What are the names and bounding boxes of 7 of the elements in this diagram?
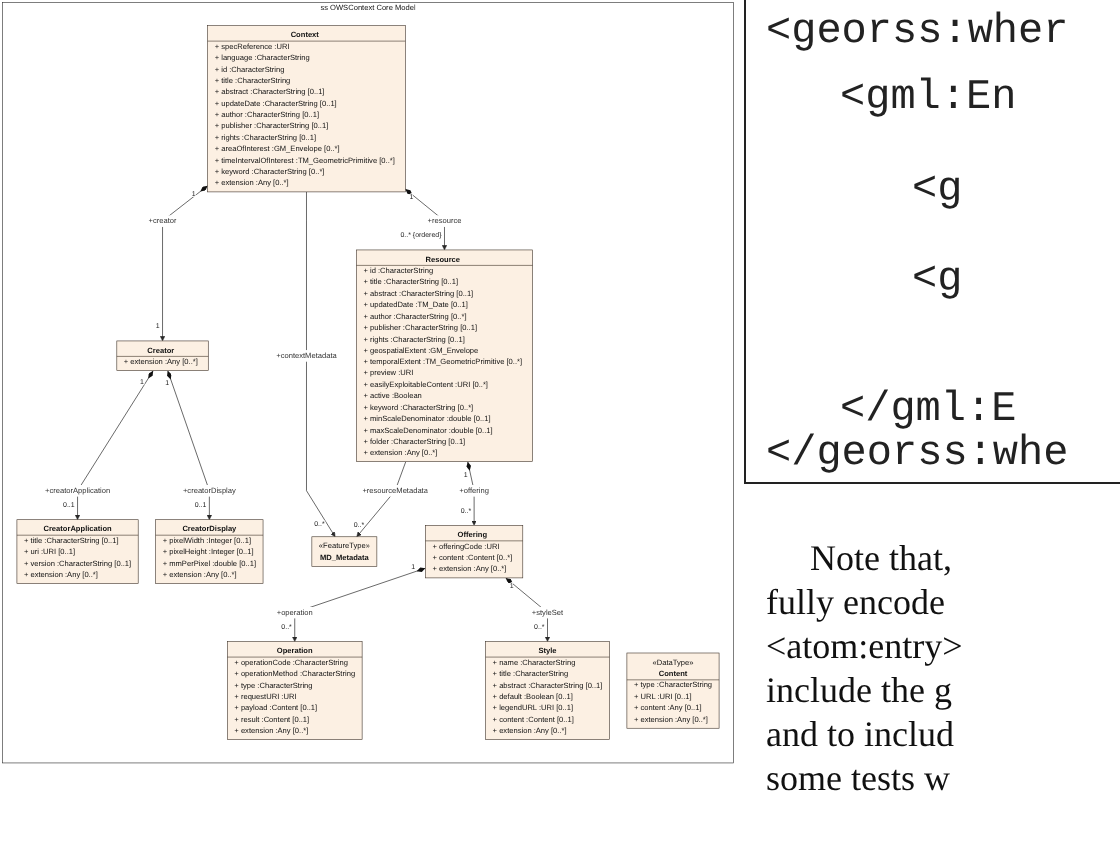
code-line: <gml:En bbox=[840, 76, 1017, 124]
code-line: <g bbox=[912, 258, 963, 306]
code-line: </gml:E bbox=[840, 388, 1017, 434]
paragraph: Note that, fully encode <atom:entry> include the g and to includ some tests w bbox=[766, 536, 965, 800]
code-line: <georss:wher bbox=[766, 10, 1069, 58]
code-line: <g bbox=[912, 168, 963, 216]
code-line: </georss:whe bbox=[766, 432, 1069, 480]
